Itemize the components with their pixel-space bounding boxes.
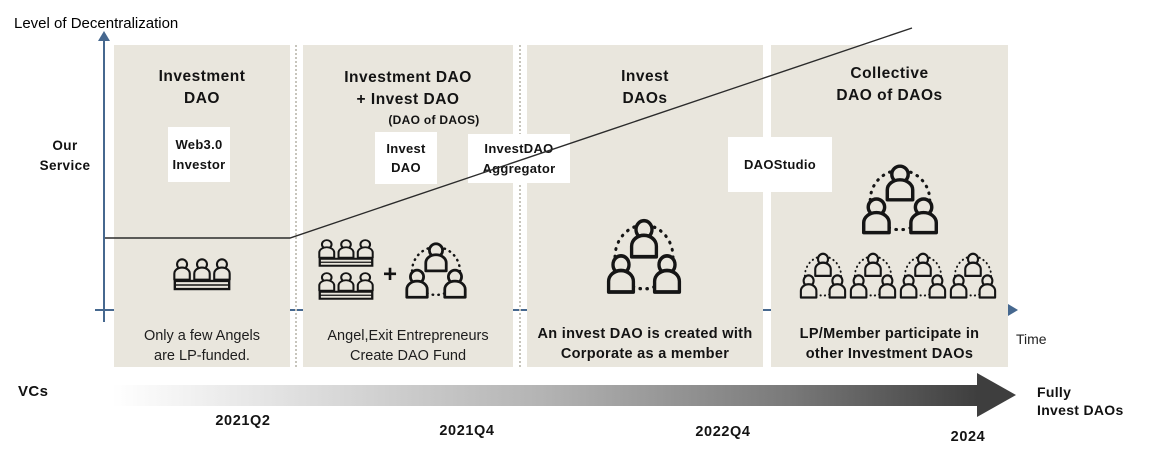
x-axis-arrow-icon [1008, 304, 1018, 316]
y-axis-label: Level of Decentralization [14, 15, 179, 32]
audience-icon [318, 272, 374, 303]
vcs-label: VCs [18, 383, 49, 400]
vc-to-dao-gradient-arrow [112, 385, 978, 406]
panel4-title: Collective DAO of DAOs [836, 65, 943, 105]
dao-of-daos-row [798, 249, 1000, 303]
dao-group-icon [859, 159, 941, 241]
fully-invest-daos-label: Fully Invest DAOs [1037, 384, 1124, 419]
panel1-caption: Only a few Angels are LP-funded. [143, 328, 261, 364]
gradient-arrowhead-icon [977, 373, 1016, 417]
y-axis-arrow-icon [98, 31, 110, 41]
panel2-icons: + [318, 238, 482, 304]
dao-group-icon [403, 238, 469, 304]
invest-dao-box: Invest DAO [375, 132, 437, 184]
dao-group-icon [848, 249, 898, 303]
panel2-title: Investment DAO + Invest DAO (DAO of DAOS… [303, 67, 513, 129]
panel-separator [519, 45, 521, 367]
panel2-subtitle: (DAO of DAOS) [388, 112, 480, 127]
our-service-label: Our Service [39, 138, 91, 174]
panel3-caption: An invest DAO is created with Corporate … [537, 326, 753, 362]
audience-icon [318, 239, 374, 270]
dao-group-icon [898, 249, 948, 303]
panel-separator [295, 45, 297, 367]
timeline-date-2024: 2024 [950, 429, 986, 445]
dao-group-icon [604, 213, 684, 301]
timeline-date-2022q4: 2022Q4 [695, 424, 751, 440]
plus-sign: + [383, 261, 398, 288]
dao-group-icon [798, 249, 848, 303]
investdao-aggregator-box: InvestDAO Aggregator [468, 134, 570, 183]
web3-investor-box: Web3.0 Investor [168, 127, 230, 182]
timeline-date-2021q2: 2021Q2 [215, 413, 271, 429]
panel3-title: Invest DAOs [621, 68, 669, 108]
panel1-title: Investment DAO [158, 68, 246, 108]
timeline-date-2021q4: 2021Q4 [439, 423, 495, 439]
panel2-caption: Angel,Exit Entrepreneurs Create DAO Fund [327, 328, 489, 364]
dao-group-icon [948, 249, 998, 303]
panel4-caption: LP/Member participate in other Investmen… [799, 326, 980, 362]
x-axis-label: Time [1016, 331, 1047, 347]
daostudio-box: DAOStudio [728, 137, 832, 192]
audience-icon [173, 258, 231, 294]
audience-stack [318, 239, 374, 303]
y-axis-line [103, 40, 105, 322]
